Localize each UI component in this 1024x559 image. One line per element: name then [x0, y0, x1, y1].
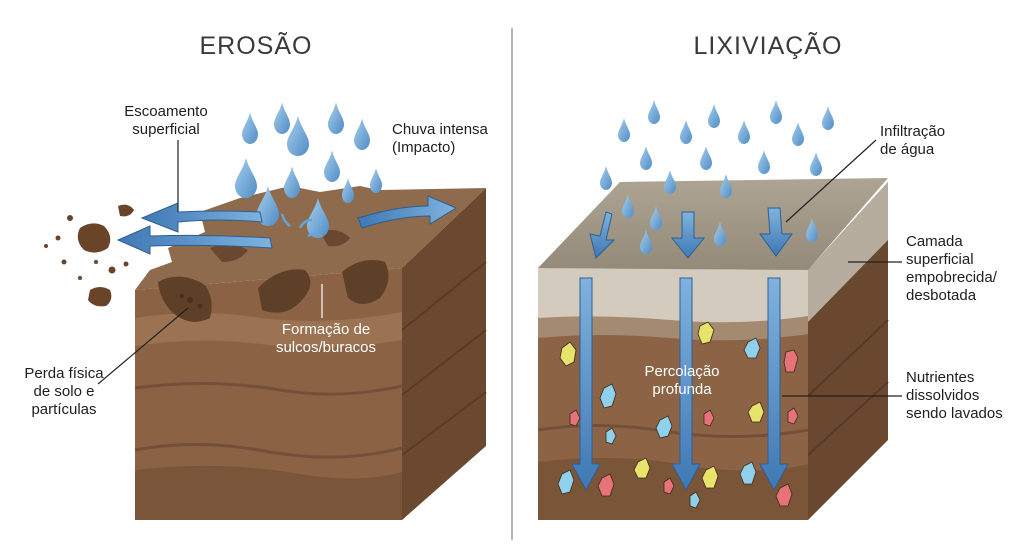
rain-label-line1: Chuva intensa	[392, 121, 489, 138]
nutrients-label-line2: dissolvidos	[906, 387, 979, 404]
erosion-flying-particles	[44, 204, 134, 307]
erosion-labels: Escoamento superficial Chuva intensa (Im…	[24, 103, 488, 418]
infiltration-label-line1: Infiltração	[880, 123, 945, 140]
infiltration-label-line2: de água	[880, 141, 935, 158]
erosion-title: EROSÃO	[200, 31, 313, 60]
leaching-title: LIXIVIAÇÃO	[694, 31, 843, 60]
layer-label-line4: desbotada	[906, 287, 977, 304]
loss-label-line3: partículas	[31, 401, 96, 418]
percolation-label-line1: Percolação	[644, 363, 719, 380]
nutrient-crystals	[557, 321, 799, 509]
layer-label-line1: Camada	[906, 233, 963, 250]
loss-leader-line	[97, 307, 189, 385]
gullies-label-line2: sulcos/buracos	[276, 339, 376, 356]
loss-label-line2: de solo e	[34, 383, 95, 400]
leaching-rain-drops	[600, 100, 834, 254]
layer-label-line2: superficial	[906, 251, 974, 268]
percolation-arrows	[571, 277, 789, 492]
nutrients-label-line1: Nutrientes	[906, 369, 974, 386]
leaching-labels: Infiltração de água Camada superficial e…	[644, 123, 1002, 422]
infiltration-arrows	[589, 207, 793, 259]
runoff-arrows	[116, 195, 458, 255]
loss-label-line1: Perda física	[24, 365, 104, 382]
nutrients-label-line3: sendo lavados	[906, 405, 1003, 422]
layer-label-line3: empobrecida/	[906, 269, 998, 286]
runoff-label-line1: Escoamento	[124, 103, 207, 120]
percolation-label-line2: profunda	[652, 381, 712, 398]
infiltration-leader-line	[785, 139, 877, 223]
erosion-rain-drops	[235, 102, 382, 238]
runoff-label-line2: superficial	[132, 121, 200, 138]
rain-label-line2: (Impacto)	[392, 139, 455, 156]
gullies-label-line1: Formação de	[282, 321, 370, 338]
